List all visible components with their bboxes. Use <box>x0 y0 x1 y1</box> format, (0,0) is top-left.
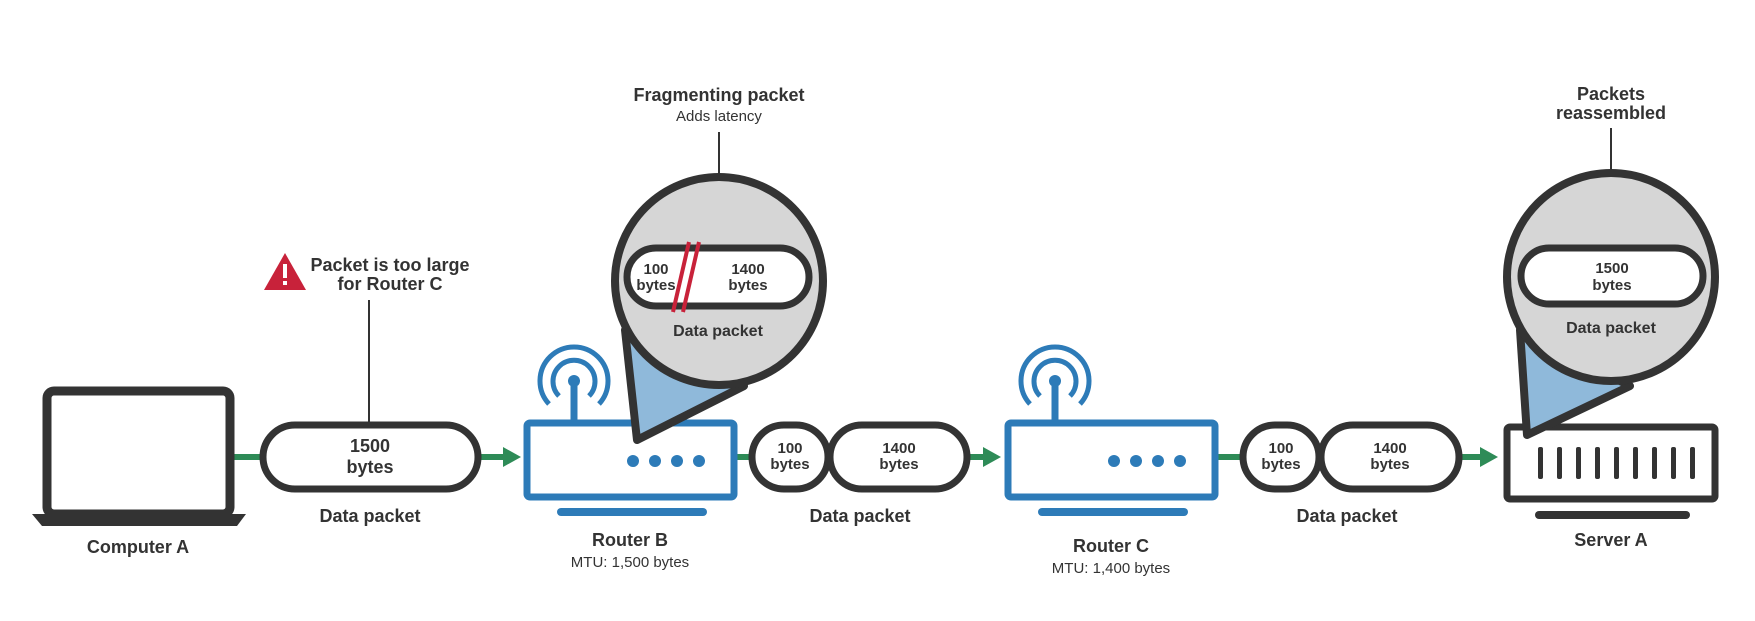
router-c-name: Router C <box>1073 536 1149 556</box>
warning-line-1: Packet is too large <box>310 255 469 275</box>
packet-2-large-unit: bytes <box>879 456 918 473</box>
packet-3-large-size: 1400 <box>1373 440 1406 457</box>
arrowhead-routerb <box>503 447 521 467</box>
packet-3-small-unit: bytes <box>1261 456 1300 473</box>
packet-2-large <box>826 421 971 493</box>
arrowhead-server <box>1480 447 1498 467</box>
cut-marks <box>671 241 701 313</box>
fragment-small-unit: bytes <box>636 277 675 294</box>
connections <box>232 447 1498 467</box>
fragment-large-size: 1400 <box>731 261 764 278</box>
packet-1-size: 1500 <box>350 436 390 456</box>
reassembled-label: Data packet <box>1566 320 1656 337</box>
warning-line-2: for Router C <box>338 274 443 294</box>
wifi-signal-icon <box>537 344 611 423</box>
reassembled-line-1: Packets <box>1577 84 1645 104</box>
packet-2-label: Data packet <box>809 506 910 526</box>
packet-3-label: Data packet <box>1296 506 1397 526</box>
router-c-mtu: MTU: 1,400 bytes <box>1052 560 1170 577</box>
server-icon <box>1503 423 1719 519</box>
computer-a-label: Computer A <box>87 537 189 557</box>
packet-3-large-unit: bytes <box>1370 456 1409 473</box>
server-a-label: Server A <box>1574 530 1647 550</box>
reassembled-unit: bytes <box>1592 277 1631 294</box>
router-icon <box>523 419 738 516</box>
router-b-name: Router B <box>592 530 668 550</box>
fragment-label: Data packet <box>673 323 763 340</box>
fragmenting-subtitle: Adds latency <box>676 108 762 125</box>
packet-1-label: Data packet <box>319 506 420 526</box>
warning-triangle-icon <box>264 253 306 290</box>
packet-1-unit: bytes <box>346 457 393 477</box>
fragment-small-size: 100 <box>643 261 668 278</box>
fragment-large-unit: bytes <box>728 277 767 294</box>
arrowhead-routerc <box>983 447 1001 467</box>
packet-2-large-size: 1400 <box>882 440 915 457</box>
fragmenting-title: Fragmenting packet <box>633 85 804 105</box>
packet-1500 <box>259 421 482 493</box>
reassembled-size: 1500 <box>1595 260 1628 277</box>
router-icon <box>1004 419 1219 516</box>
packet-2-small-unit: bytes <box>770 456 809 473</box>
fragment-packet-pill <box>623 244 813 310</box>
packet-3-small-size: 100 <box>1268 440 1293 457</box>
wifi-signal-icon <box>1018 344 1092 423</box>
reassembled-packet-pill <box>1517 244 1707 308</box>
reassembled-line-2: reassembled <box>1556 103 1666 123</box>
router-b-mtu: MTU: 1,500 bytes <box>571 554 689 571</box>
packet-2-small-size: 100 <box>777 440 802 457</box>
packet-3-large <box>1317 421 1463 493</box>
laptop-icon <box>32 386 246 526</box>
